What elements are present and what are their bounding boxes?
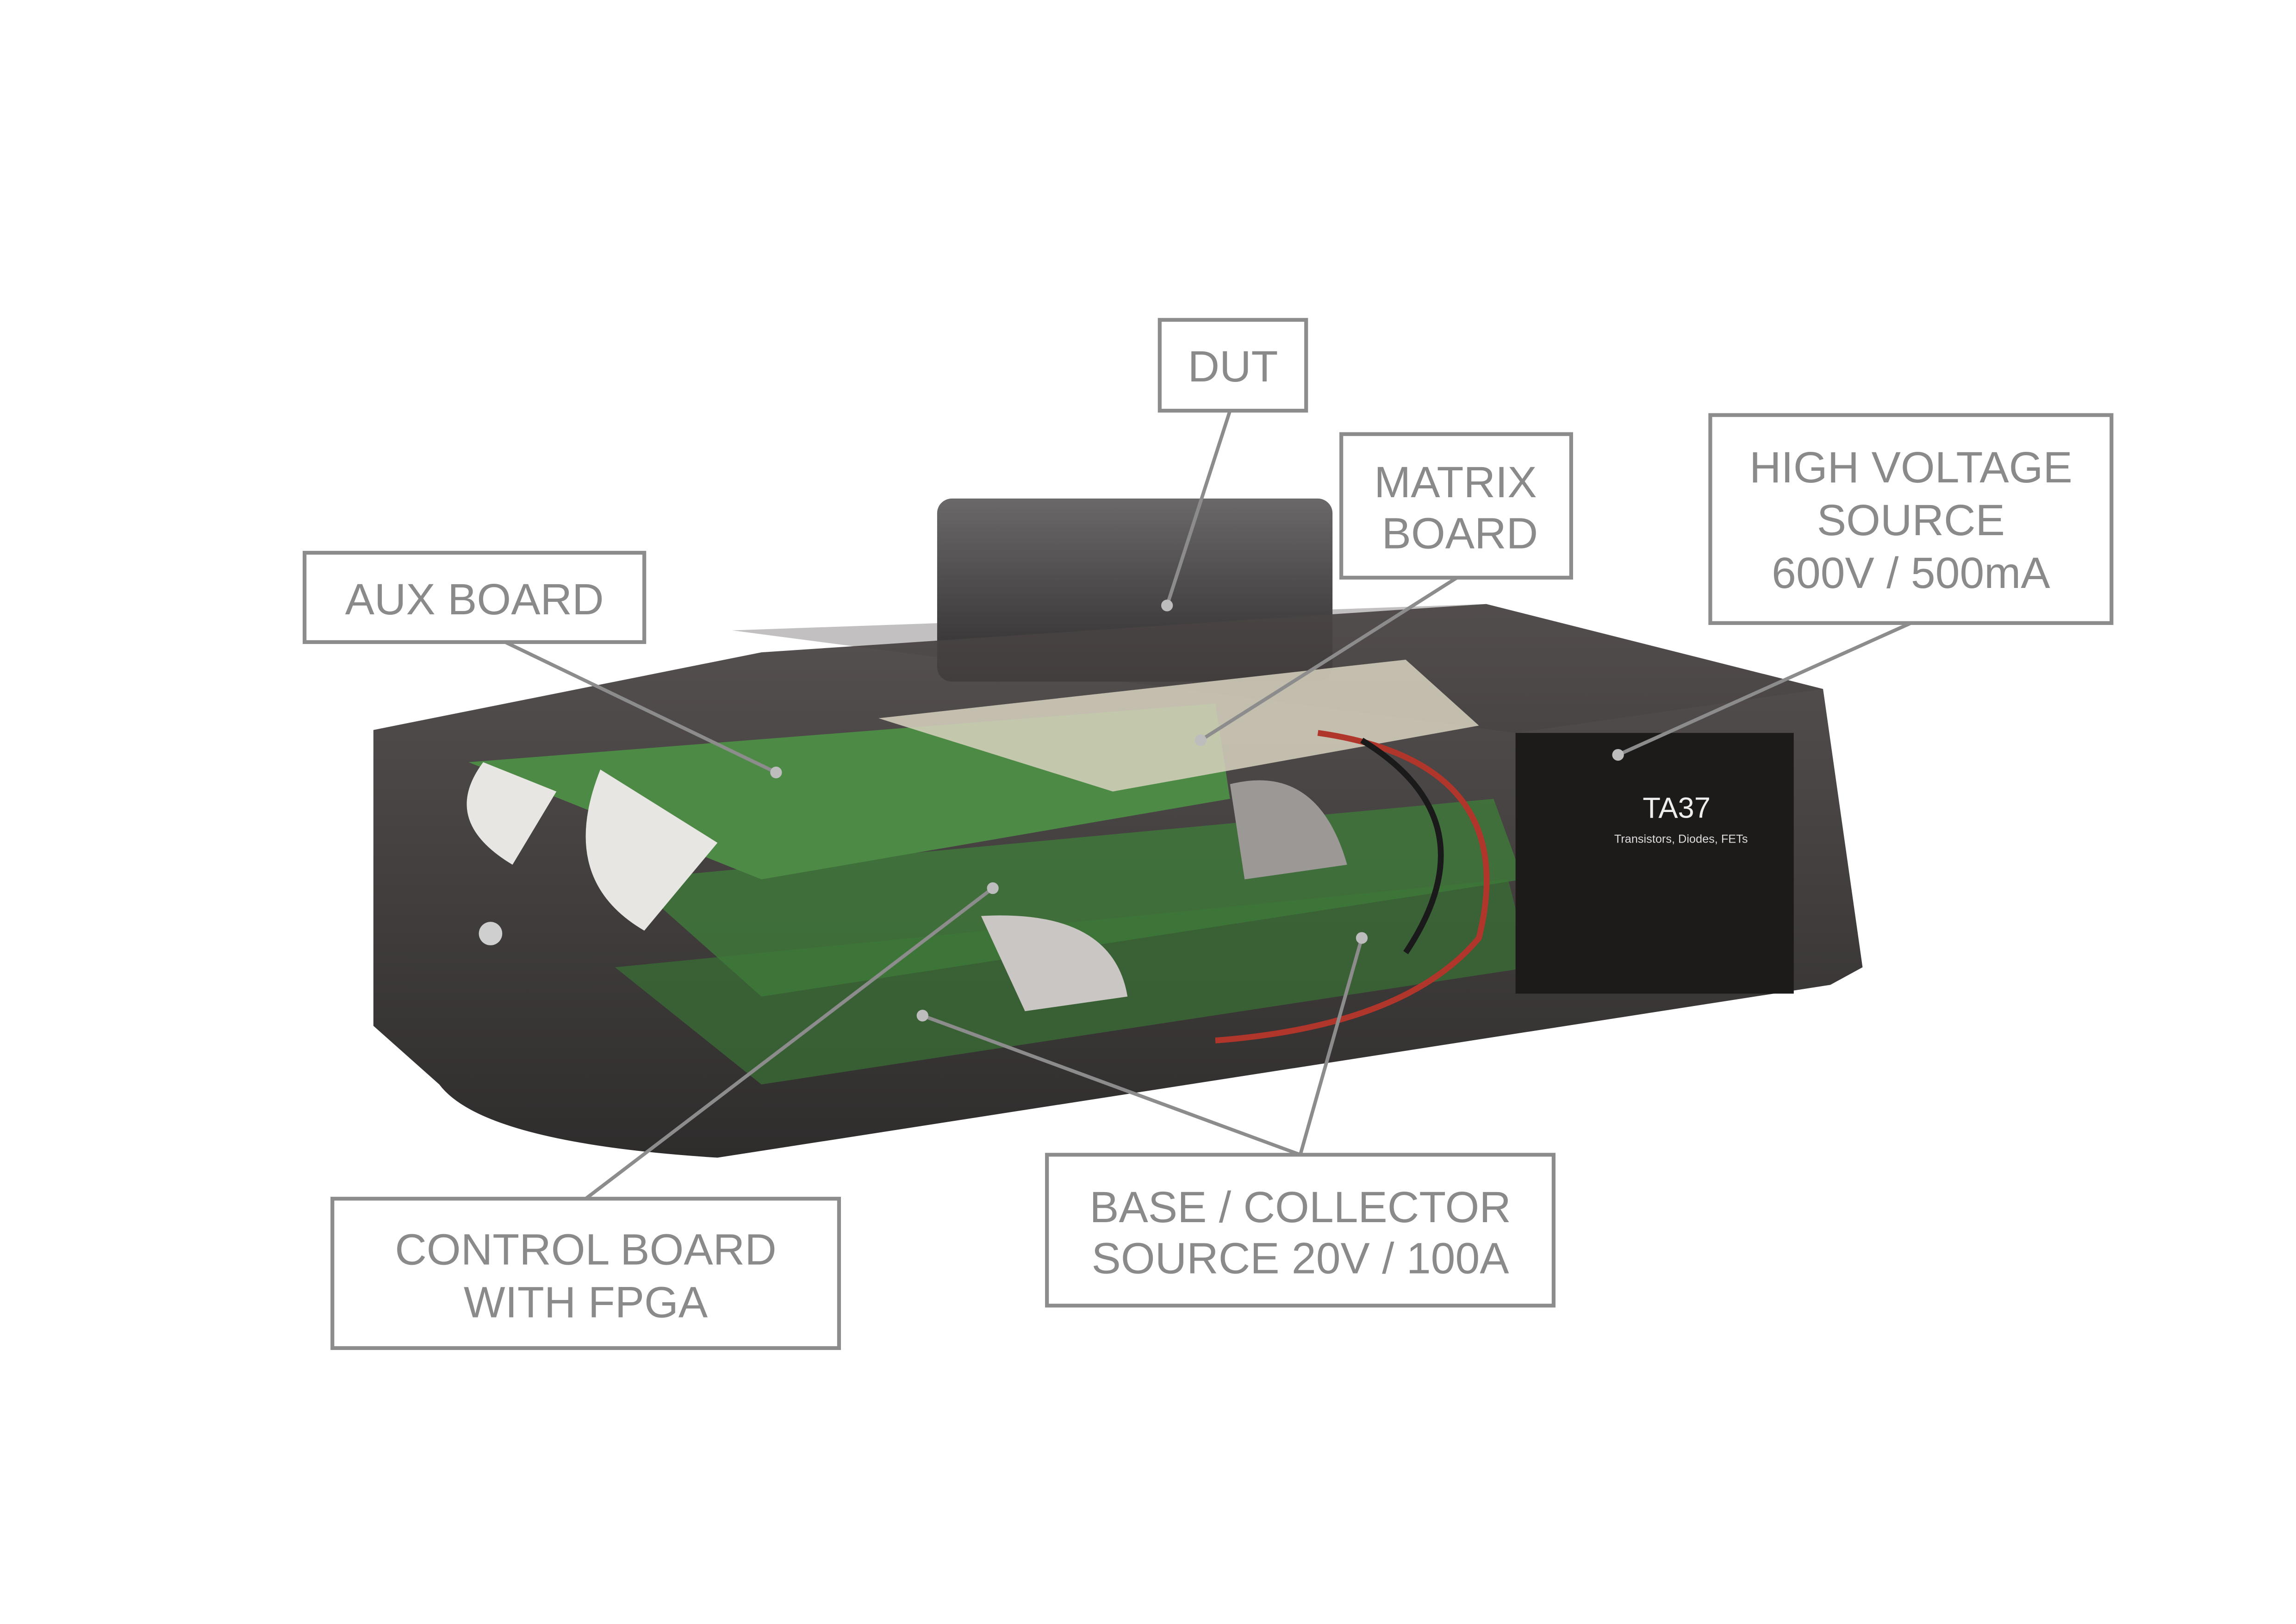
- label-high-voltage-source: HIGH VOLTAGE SOURCE 600V / 500mA: [1708, 413, 2114, 625]
- ribbon-cable: [467, 762, 557, 865]
- wires: [1215, 730, 1490, 1043]
- knob: [479, 922, 503, 945]
- svg-text:SOURCE: SOURCE: [1817, 496, 2005, 545]
- ribbon-cable: [585, 769, 718, 931]
- ribbon-cable: [1230, 780, 1347, 880]
- svg-text:DUT: DUT: [1188, 342, 1278, 391]
- label-aux-board: AUX BOARD: [302, 550, 647, 644]
- svg-text:AUX BOARD: AUX BOARD: [345, 575, 604, 624]
- svg-text:CONTROL BOARD: CONTROL BOARD: [395, 1225, 776, 1274]
- svg-text:600V / 500mA: 600V / 500mA: [1772, 549, 2050, 598]
- wires: [1360, 737, 1444, 955]
- svg-text:BASE / COLLECTOR: BASE / COLLECTOR: [1089, 1183, 1511, 1232]
- model-label: TA37: [1643, 792, 1711, 824]
- svg-text:BOARD: BOARD: [1382, 509, 1538, 558]
- svg-text:HIGH VOLTAGE: HIGH VOLTAGE: [1749, 443, 2072, 492]
- label-matrix-board: MATRIX BOARD: [1339, 432, 1573, 580]
- svg-text:WITH FPGA: WITH FPGA: [464, 1278, 708, 1327]
- label-dut: DUT: [1157, 318, 1308, 413]
- svg-text:SOURCE 20V / 100A: SOURCE 20V / 100A: [1092, 1234, 1510, 1283]
- matrix-board: [878, 659, 1479, 792]
- model-subtitle: Transistors, Diodes, FETs: [1614, 832, 1748, 845]
- ribbon-cable: [981, 915, 1128, 1012]
- hv-source-module: [1515, 733, 1794, 994]
- label-base-collector-source: BASE / COLLECTOR SOURCE 20V / 100A: [1045, 1153, 1556, 1308]
- svg-text:MATRIX: MATRIX: [1374, 458, 1537, 507]
- device-illustration: TA37 Transistors, Diodes, FETs: [373, 498, 1863, 1158]
- label-control-board: CONTROL BOARD WITH FPGA: [330, 1197, 841, 1350]
